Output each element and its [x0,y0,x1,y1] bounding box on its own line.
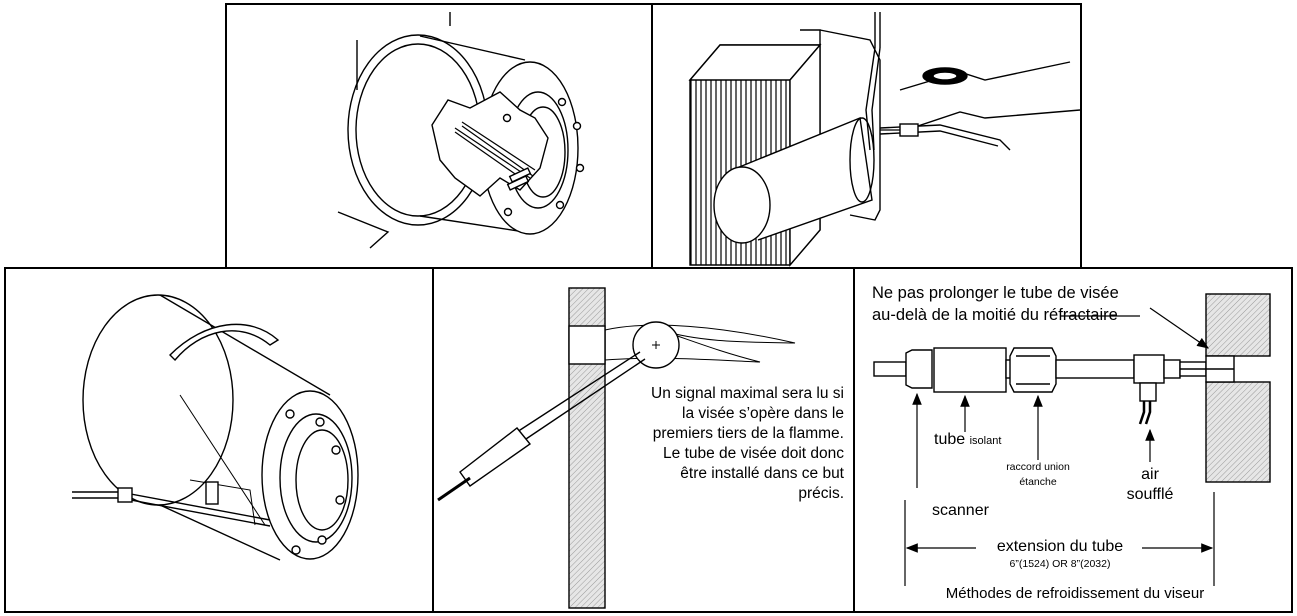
panel-2-windbox [688,12,1081,267]
panel-5-border [853,267,1293,613]
label-tube: tube isolant [934,431,1001,449]
label-tube-main: tube [934,431,966,448]
panel-1-burner-cutaway [337,12,585,249]
label-scanner: scanner [932,502,989,519]
panel-5-cooling [873,293,1271,586]
label-air-1: air [1141,466,1159,483]
label-union-2: étanche [1019,476,1057,488]
warning-line-2: au-delà de la moitié du réfractaire [872,306,1118,324]
label-extension: extension du tube [996,538,1124,555]
panel-borders [4,3,1293,613]
label-union-1: raccord union [1006,461,1070,473]
label-air-2: soufflé [1126,486,1174,503]
panel-3-border [4,267,434,613]
warning-line-1: Ne pas prolonger le tube de visée [872,284,1119,302]
panel-4-sighting [437,287,796,609]
caption: Méthodes de refroidissement du viseur [945,585,1205,602]
label-tube-sub: isolant [969,435,1002,447]
flame-sighting-note: Un signal maximal sera lu si la visée s’… [651,385,844,502]
label-extension-dims: 6”(1524) OR 8”(2032) [1009,558,1111,570]
panel-3-burner-side [72,294,359,561]
